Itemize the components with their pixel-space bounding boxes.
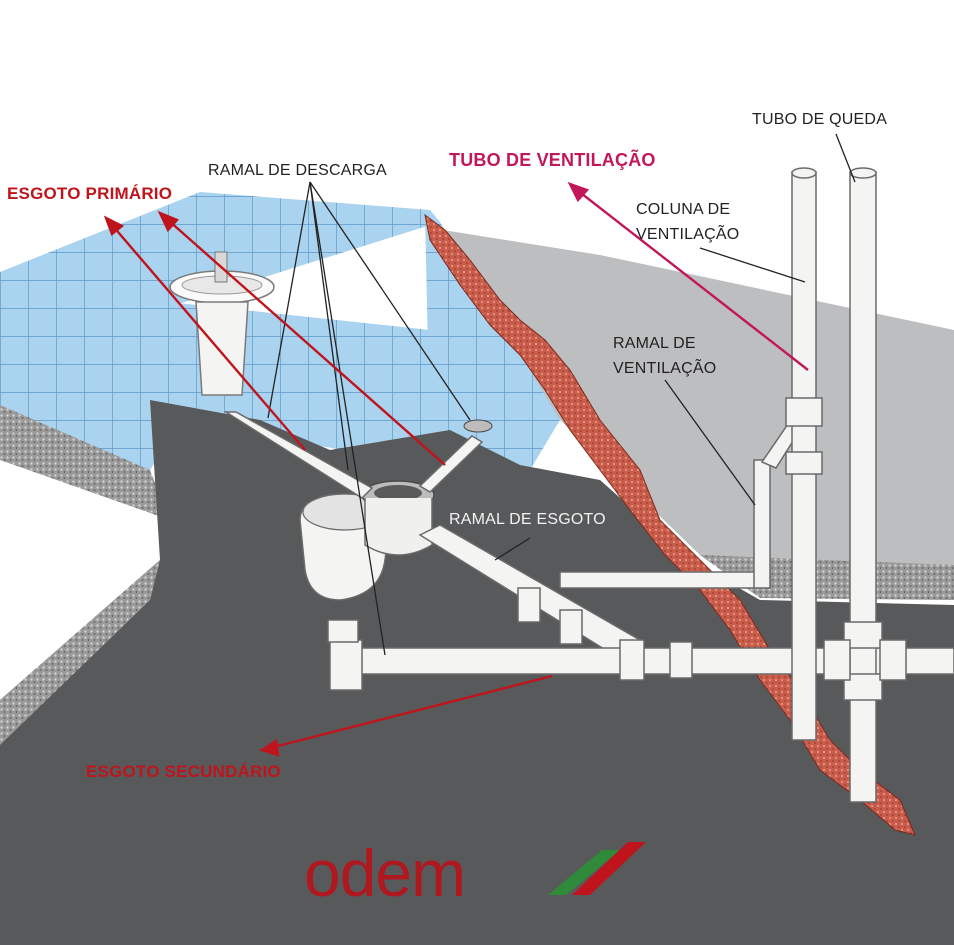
primary-sewage-arrows — [103, 210, 446, 466]
label-ramal-ventilacao-line2: VENTILAÇÃO — [613, 360, 717, 377]
leader-lines — [267, 133, 856, 656]
secondary-sewage-arrow — [259, 674, 553, 757]
sink — [169, 251, 275, 396]
label-ramal-descarga: RAMAL DE DESCARGA — [208, 162, 387, 179]
label-ramal-ventilacao-line1: RAMAL DE — [613, 335, 696, 352]
label-ramal-esgoto: RAMAL DE ESGOTO — [449, 511, 606, 528]
logo-text: odem — [304, 836, 466, 910]
logo-mark — [548, 842, 646, 895]
slab-edge-left — [0, 405, 170, 520]
gray-wall — [430, 228, 954, 600]
ventilation-arrow — [567, 181, 809, 371]
label-esgoto-secundario: ESGOTO SECUNDÁRIO — [86, 762, 281, 781]
floor-foreground-edge — [0, 560, 160, 745]
label-tubo-queda: TUBO DE QUEDA — [752, 111, 888, 128]
label-tubo-ventilacao: TUBO DE VENTILAÇÃO — [449, 150, 656, 170]
label-esgoto-primario: ESGOTO PRIMÁRIO — [7, 184, 173, 203]
label-coluna-ventilacao-line2: VENTILAÇÃO — [636, 226, 740, 243]
label-coluna-ventilacao-line1: COLUNA DE — [636, 201, 731, 218]
floor-drain — [361, 419, 493, 556]
pipes — [223, 167, 954, 803]
